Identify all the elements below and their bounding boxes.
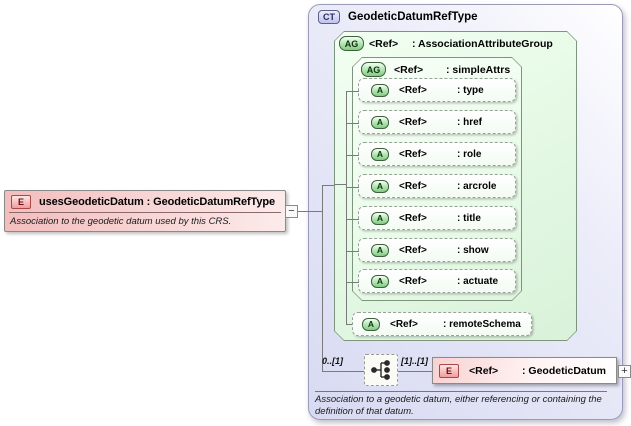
connector-to-element [398,371,432,372]
attribute-show[interactable]: A <Ref> : show [358,238,516,262]
attribute-icon: A [371,211,389,225]
attribute-actuate[interactable]: A <Ref> : actuate [358,269,516,293]
complex-type-header: CT GeodeticDatumRefType [318,10,478,24]
element-icon: E [11,194,31,209]
attribute-name: : href [457,116,482,128]
attribute-icon: A [371,147,389,161]
element-annotation: Association to the geodetic datum used b… [10,216,232,227]
attribute-name: : type [457,84,484,96]
attribute-remoteSchema[interactable]: A <Ref> : remoteSchema [352,312,532,336]
ref-label: <Ref> [369,37,399,50]
complex-type-title: GeodeticDatumRefType [348,11,478,23]
attribute-group-icon: AG [361,62,386,77]
attribute-group-header: AG <Ref> : simpleAttrs [361,62,510,77]
complex-type-icon: CT [318,10,340,24]
attribute-name: : arcrole [457,180,497,192]
attribute-type[interactable]: A <Ref> : type [358,78,516,102]
attribute-name: : title [457,212,481,224]
complex-type-box: CT GeodeticDatumRefType AG <Ref> : Assoc… [308,4,623,420]
connector-line [346,123,359,124]
occurrence-label-left: 0..[1] [322,356,344,366]
attribute-name: : role [457,148,482,160]
attribute-href[interactable]: A <Ref> : href [358,110,516,134]
connector-line [346,219,359,220]
ref-label: <Ref> [390,318,418,330]
attribute-role[interactable]: A <Ref> : role [358,142,516,166]
attribute-arcrole[interactable]: A <Ref> : arcrole [358,174,516,198]
connector-line [346,91,359,92]
attribute-group-simpleAttrs[interactable]: AG <Ref> : simpleAttrs A <Ref> : type A … [352,57,522,301]
ref-label: <Ref> [399,180,427,192]
connector-line [334,184,346,185]
divider [315,391,607,392]
connector-line [346,324,352,325]
occurrence-label-right: [1]..[1] [401,356,428,366]
attribute-icon: A [362,317,380,331]
ref-label: <Ref> [469,364,499,377]
ref-label: <Ref> [399,275,427,287]
expand-toggle[interactable]: + [618,365,631,378]
connector-line [346,155,359,156]
element-GeodeticDatum[interactable]: E <Ref> : GeodeticDatum [432,357,617,384]
sequence-compositor[interactable] [364,354,398,386]
element-usesGeodeticDatum[interactable]: E usesGeodeticDatum : GeodeticDatumRefTy… [4,190,286,232]
attribute-group-name: : AssociationAttributeGroup [412,37,553,50]
connector-line [346,251,359,252]
element-name: : GeodeticDatum [522,364,607,377]
plus-icon: + [621,365,628,377]
connector-line [346,187,359,188]
sequence-icon [371,360,390,380]
attribute-bus [346,91,347,325]
attribute-name: : remoteSchema [443,318,521,330]
attribute-icon: A [371,83,389,97]
connector-bus [322,185,323,372]
complex-type-annotation: Association to a geodetic datum, either … [315,394,602,417]
element-title: usesGeodeticDatum : GeodeticDatumRefType [39,195,276,208]
attribute-group-AssociationAttributeGroup[interactable]: AG <Ref> : AssociationAttributeGroup AG … [334,31,577,341]
element-title-row: E usesGeodeticDatum : GeodeticDatumRefTy… [5,191,285,212]
ref-label: <Ref> [399,116,427,128]
attribute-title[interactable]: A <Ref> : title [358,206,516,230]
attribute-icon: A [371,274,389,288]
attribute-group-icon: AG [339,36,364,51]
attribute-icon: A [371,243,389,257]
ref-label: <Ref> [394,63,424,76]
ref-label: <Ref> [399,244,427,256]
attribute-group-name: : simpleAttrs [446,63,511,76]
connector-to-sequence [322,371,364,372]
connector-branch [322,185,335,186]
divider [9,212,281,213]
ref-label: <Ref> [399,84,427,96]
attribute-name: : show [457,244,489,256]
ref-label: <Ref> [399,212,427,224]
attribute-icon: A [371,179,389,193]
attribute-group-header: AG <Ref> : AssociationAttributeGroup [339,36,553,51]
connector-line [298,211,323,212]
element-icon: E [439,363,459,378]
collapse-toggle[interactable]: − [285,205,298,218]
connector-line [346,282,359,283]
minus-icon: − [288,205,295,217]
ref-label: <Ref> [399,148,427,160]
attribute-name: : actuate [457,275,499,287]
attribute-icon: A [371,115,389,129]
